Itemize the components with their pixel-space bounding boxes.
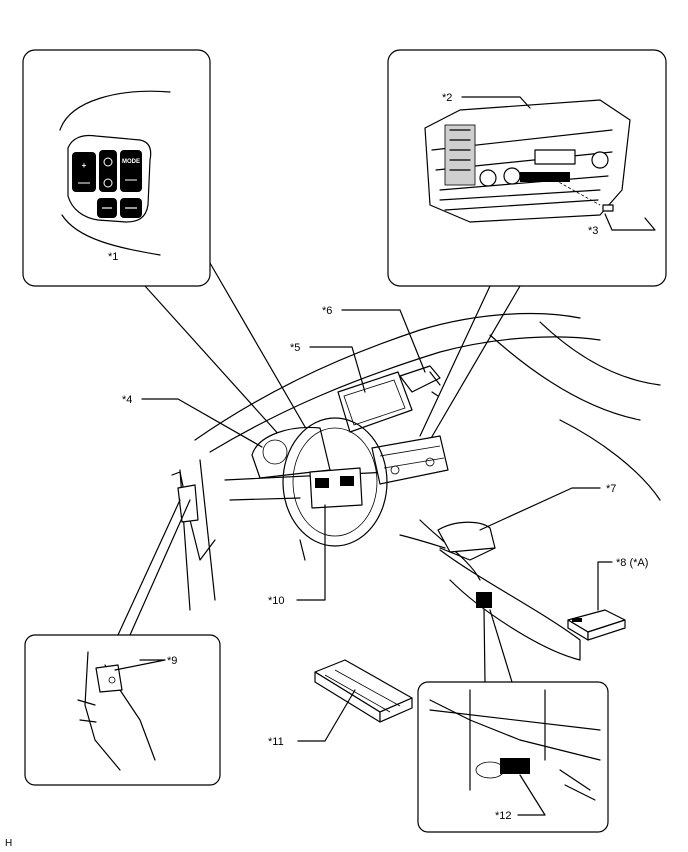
detail-9-leader — [117, 499, 191, 636]
callout-9: *9 — [167, 655, 177, 667]
callout-11: *11 — [268, 736, 284, 748]
switch-part — [476, 592, 492, 608]
console-switch-detail-box — [417, 681, 609, 833]
pillar-detail-box — [24, 634, 221, 786]
display-bracket — [399, 365, 441, 393]
callout-12: *12 — [495, 810, 512, 822]
callout-6: *6 — [322, 305, 332, 317]
module-8 — [567, 609, 626, 641]
corner-mark: H — [5, 838, 13, 849]
steering-wheel — [282, 417, 388, 547]
steering-switch-detail-box: + MODE *1 — [22, 49, 211, 287]
callout-10: *10 — [268, 595, 285, 607]
callout-3: *3 — [588, 225, 598, 237]
dashboard-overview — [171, 312, 661, 661]
shift-lever-area — [399, 521, 496, 561]
callout-2: *2 — [442, 92, 452, 104]
callout-1: *1 — [108, 251, 118, 263]
detail-12-leader — [483, 609, 513, 683]
console-switch — [500, 758, 530, 774]
callout-7: *7 — [606, 483, 616, 495]
callout-4: *4 — [122, 394, 132, 406]
module-11 — [314, 659, 413, 723]
ac-control-panel-installed — [371, 435, 449, 485]
ac-sensor-part — [602, 204, 614, 212]
callout-5: *5 — [290, 342, 300, 354]
callout-8: *8 (*A) — [616, 557, 648, 569]
combination-meter — [251, 426, 331, 479]
multi-display — [337, 371, 413, 433]
ac-control-panel — [424, 99, 631, 223]
mode-label: MODE — [122, 159, 140, 165]
ac-control-detail-box: *2 *3 — [387, 49, 667, 287]
detail-2-leader — [419, 285, 521, 441]
volume-up-label: + — [82, 161, 87, 170]
steering-pad-switch: + MODE — [72, 150, 142, 218]
